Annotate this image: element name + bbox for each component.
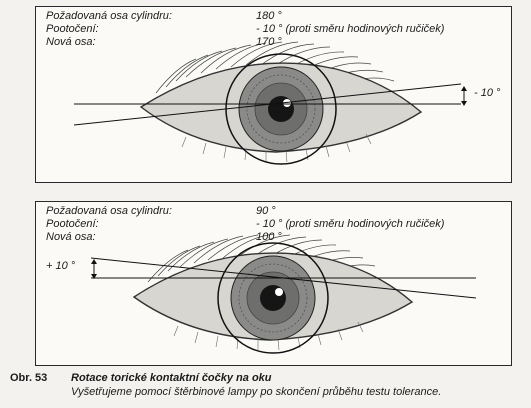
axis-info-bottom: Požadovaná osa cylindru:90 ° Pootočení:-… [46, 205, 444, 244]
required-axis-label: Požadovaná osa cylindru: [46, 10, 256, 23]
axis-info-top: Požadovaná osa cylindru:180 ° Pootočení:… [46, 10, 444, 49]
figure-caption: Obr. 53Rotace torické kontaktní čočky na… [10, 372, 520, 399]
required-axis-label: Požadovaná osa cylindru: [46, 205, 256, 218]
new-axis-value: 170 ° [256, 36, 282, 49]
angle-marker-bottom: + 10 ° [46, 260, 75, 272]
figure-number: Obr. 53 [10, 372, 71, 385]
pupil [268, 96, 294, 122]
figure-panel-bottom: Požadovaná osa cylindru:90 ° Pootočení:-… [35, 201, 512, 366]
rotation-value: - 10 ° (proti směru hodinových ručiček) [256, 218, 444, 231]
new-axis-label: Nová osa: [46, 231, 256, 244]
angle-marker-top: - 10 ° [474, 87, 500, 99]
required-axis-value: 90 ° [256, 205, 276, 218]
new-axis-value: 100 ° [256, 231, 282, 244]
rotation-label: Pootočení: [46, 218, 256, 231]
required-axis-value: 180 ° [256, 10, 282, 23]
figure-title: Rotace torické kontaktní čočky na oku [71, 372, 272, 384]
figure-description: Vyšetřujeme pomocí štěrbinové lampy po s… [10, 386, 520, 399]
figure-panel-top: Požadovaná osa cylindru:180 ° Pootočení:… [35, 6, 512, 183]
pupil [260, 285, 286, 311]
rotation-value: - 10 ° (proti směru hodinových ručiček) [256, 23, 444, 36]
rotation-label: Pootočení: [46, 23, 256, 36]
new-axis-label: Nová osa: [46, 36, 256, 49]
